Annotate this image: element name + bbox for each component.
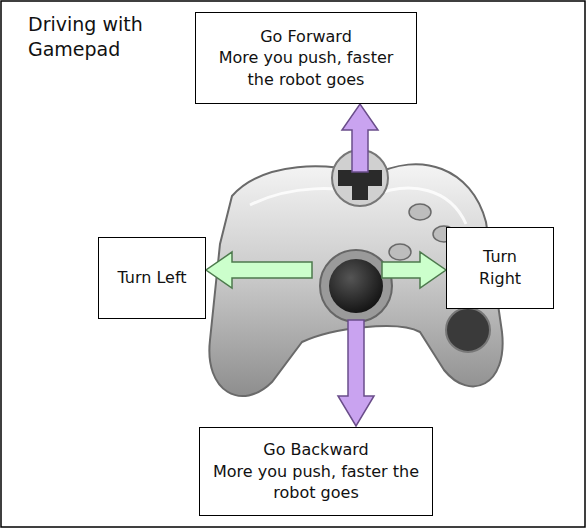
action-label: Turn Right — [465, 246, 535, 289]
action-note: More you push, faster the robot goes — [208, 461, 424, 504]
diagram-title: Driving with Gamepad — [28, 12, 168, 61]
face-button — [389, 244, 411, 260]
label-box: Turn Right — [446, 227, 554, 309]
forward-arrow — [342, 104, 378, 172]
action-heading: Go Forward — [260, 26, 352, 48]
label-box: Turn Left — [98, 237, 206, 319]
left-arrow — [206, 252, 312, 288]
backward-arrow — [338, 320, 374, 426]
second-stick — [446, 308, 490, 352]
face-button — [409, 204, 431, 220]
joystick-base — [320, 250, 392, 322]
action-label: Turn Left — [117, 267, 186, 289]
label-box: Go BackwardMore you push, faster the rob… — [199, 427, 433, 516]
action-heading: Go Backward — [263, 439, 368, 461]
label-box: Go ForwardMore you push, faster the robo… — [195, 12, 417, 104]
right-arrow — [382, 252, 446, 288]
joystick — [329, 259, 383, 313]
action-note: More you push, faster the robot goes — [204, 47, 408, 90]
